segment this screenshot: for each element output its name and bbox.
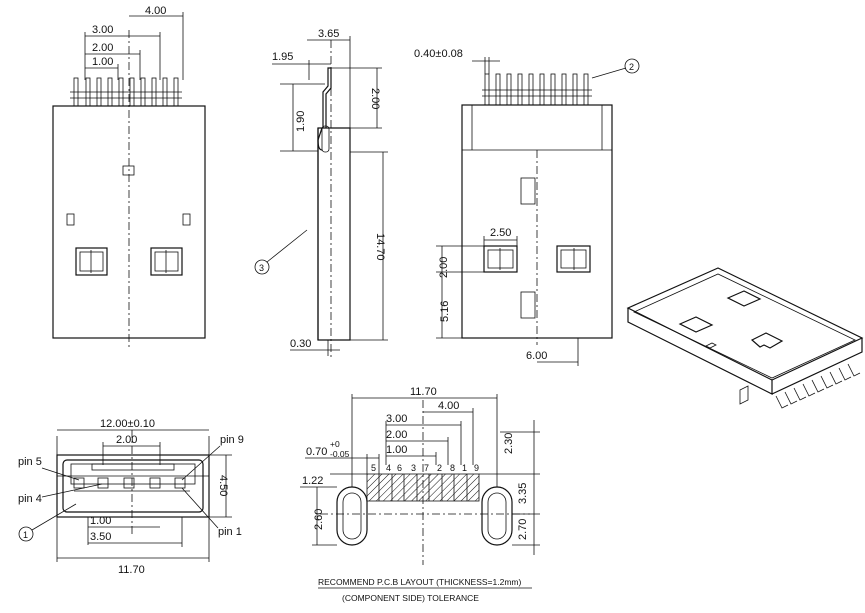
- callout-3: [254, 259, 270, 275]
- pcb-pin-4: 3: [411, 463, 416, 473]
- front-dim-1170: 11.70: [118, 564, 145, 576]
- bottom-view: 0.40±0.08 2.50 2.00 5.16 6.00 2: [414, 48, 640, 366]
- pcb-pin-2: 4: [386, 463, 391, 473]
- front-dim-450: 4.50: [217, 475, 229, 496]
- iso-top-face: [626, 267, 864, 381]
- side-view-body: [317, 127, 351, 341]
- pcb-pin-6: 2: [437, 463, 442, 473]
- side-dim-195: 1.95: [272, 51, 293, 63]
- callout-3-label: 3: [259, 263, 264, 273]
- top-dim-3: 3.00: [92, 24, 113, 36]
- side-dim-030: 0.30: [290, 338, 311, 350]
- bottom-dim-200: 2.00: [438, 257, 450, 278]
- pcb-layout: 5 4 6 3 7 2 8 1 9 11.70 4.00 3.00 2.00 1…: [300, 386, 540, 603]
- pin4-label: pin 4: [18, 493, 42, 505]
- side-dim-190: 1.90: [295, 111, 307, 132]
- top-dim-4: 4.00: [145, 5, 166, 17]
- top-view-pins: [70, 77, 182, 107]
- pcb-dim-070: 0.70: [306, 446, 327, 458]
- pcb-pin-1: 5: [371, 463, 376, 473]
- top-dim-2: 2.00: [92, 42, 113, 54]
- pcb-pin-7: 8: [450, 463, 455, 473]
- pcb-caption-line2: (COMPONENT SIDE) TOLERANCE: [342, 593, 479, 603]
- side-dim-1470: 14.70: [374, 233, 386, 261]
- pcb-dim-270: 2.70: [517, 519, 529, 540]
- pcb-dim-200: 2.00: [386, 429, 407, 441]
- pcb-pad-dividers: [378, 474, 468, 501]
- front-view-outer: [56, 454, 210, 518]
- side-dim-365: 3.65: [318, 28, 339, 40]
- callout-1: [18, 526, 34, 542]
- pcb-dim-260: 2.60: [313, 509, 325, 530]
- top-dim-1: 1.00: [92, 56, 113, 68]
- pcb-pin-8: 1: [462, 463, 467, 473]
- pin5-label: pin 5: [18, 456, 42, 468]
- front-dim-350: 3.50: [90, 531, 111, 543]
- pcb-dim-070-tol-minus: -0.05: [330, 449, 350, 459]
- callout-2-label: 2: [629, 62, 634, 72]
- side-dim-200: 2.00: [369, 88, 381, 109]
- pcb-dim-335: 3.35: [517, 483, 529, 504]
- callout-2: [624, 58, 640, 74]
- front-dim-width: 12.00±0.10: [100, 418, 155, 430]
- pcb-dim-300: 3.00: [386, 413, 407, 425]
- callout-1-label: 1: [23, 530, 28, 540]
- pcb-dim-400: 4.00: [438, 400, 459, 412]
- bottom-view-pins: [482, 73, 592, 106]
- pcb-dim-100: 1.00: [386, 444, 407, 456]
- pcb-dim-070-tol-plus: +0: [330, 439, 340, 449]
- bottom-dim-516: 5.16: [439, 301, 451, 322]
- pcb-slot-right: [481, 486, 513, 546]
- bottom-dim-250: 2.50: [490, 227, 511, 239]
- pcb-caption-line1: RECOMMEND P.C.B LAYOUT (THICKNESS=1.2mm): [318, 577, 521, 587]
- iso-pins: [775, 363, 861, 409]
- front-dim-200: 2.00: [116, 434, 137, 446]
- isometric-view: [626, 267, 864, 409]
- front-view: 12.00±0.10 2.00 4.50 1.00 3.50 11.70 pin…: [18, 418, 244, 576]
- pcb-dim-1170: 11.70: [410, 386, 437, 398]
- side-view: 3.65 1.95 2.00 1.90 14.70 0.30 3: [254, 28, 388, 360]
- front-dim-100: 1.00: [90, 515, 111, 527]
- bottom-dim-pitch: 0.40±0.08: [414, 48, 463, 60]
- pcb-pin-5: 7: [424, 463, 429, 473]
- pcb-slot-left: [336, 486, 368, 546]
- bottom-dim-600: 6.00: [526, 350, 547, 362]
- front-view-contacts: [73, 477, 190, 492]
- pcb-pin-3: 6: [397, 463, 402, 473]
- pin1-label: pin 1: [218, 526, 242, 538]
- pin9-label: pin 9: [220, 434, 244, 446]
- top-view: 4.00 3.00 2.00 1.00: [52, 5, 206, 350]
- pcb-dim-122: 1.22: [302, 475, 323, 487]
- pcb-dim-230: 2.30: [503, 433, 515, 454]
- pcb-pin-9: 9: [474, 463, 479, 473]
